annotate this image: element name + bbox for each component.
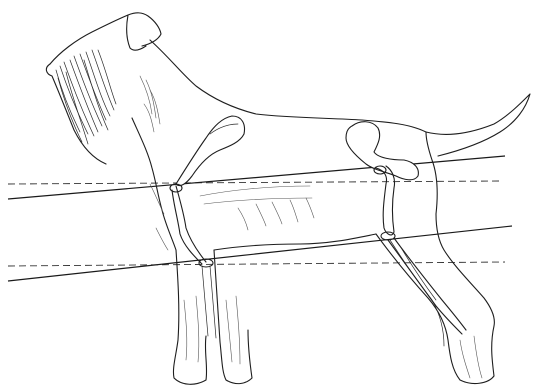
beard-hatching xyxy=(56,50,116,144)
head-and-neck-outline xyxy=(50,13,426,132)
belly-outline xyxy=(214,234,376,250)
tail-outline xyxy=(426,94,530,156)
chest-outline xyxy=(132,118,176,250)
muzzle-outline xyxy=(46,64,106,164)
upper-slanted-guide xyxy=(8,156,505,199)
upper-dashed-guide xyxy=(8,181,500,184)
fur-texture xyxy=(140,76,482,378)
dog-body-outline xyxy=(46,13,530,384)
stifle-joint xyxy=(381,232,395,240)
rib-cage-lines xyxy=(200,186,312,204)
lower-slanted-guide xyxy=(8,226,512,281)
lower-dashed-guide xyxy=(8,262,505,266)
femur-bone xyxy=(376,166,395,235)
scapula-bone xyxy=(176,116,245,186)
